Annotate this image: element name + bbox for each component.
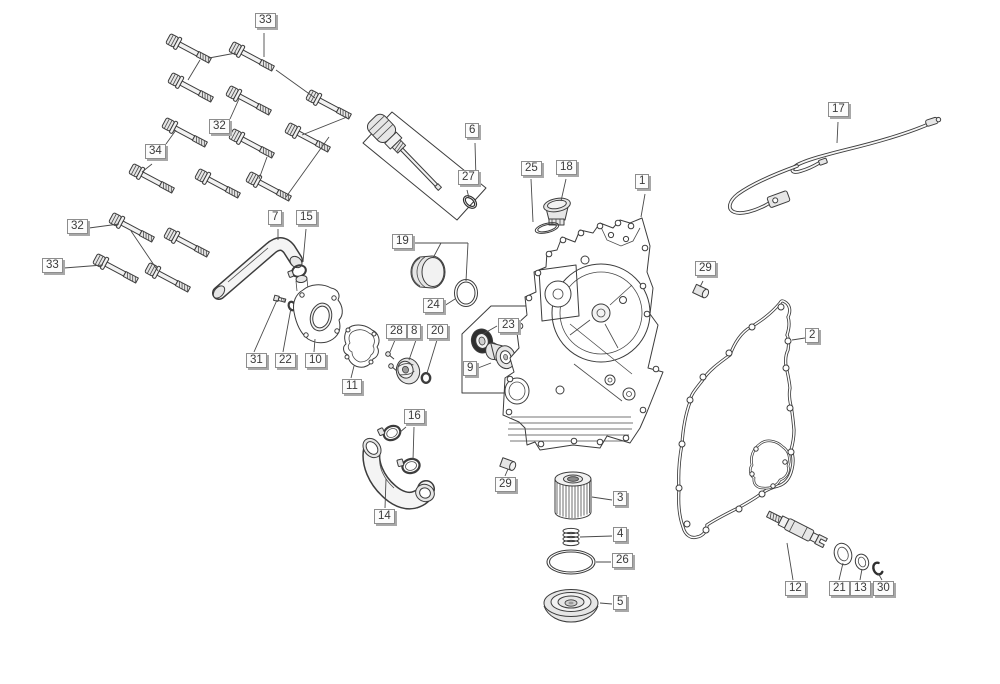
callout-23: 23 [498, 318, 519, 333]
breather-hose-cable [728, 116, 942, 215]
washer-13 [854, 553, 870, 571]
callout-10: 10 [305, 353, 326, 368]
callout-20: 20 [427, 324, 448, 339]
impeller-seal [420, 372, 432, 385]
callout-11: 11 [342, 379, 362, 394]
callout-33-b: 33 [42, 258, 63, 273]
callout-2: 2 [805, 328, 820, 343]
oil-filler-cap [543, 197, 571, 226]
filter-spring [562, 527, 580, 547]
water-hose-small [212, 237, 303, 300]
callout-19: 19 [392, 234, 413, 249]
cover-plug [410, 255, 446, 289]
callout-26: 26 [612, 553, 633, 568]
circlip [872, 561, 884, 576]
filler-cap-oring [534, 222, 560, 234]
callout-32-b: 32 [67, 219, 88, 234]
pump-gasket [343, 324, 380, 368]
dipstick-oring [462, 195, 478, 209]
callout-30: 30 [873, 581, 894, 596]
callout-14: 14 [374, 509, 395, 524]
crankcase-cover [502, 217, 664, 451]
callout-16: 16 [404, 409, 425, 424]
callout-28: 28 [386, 324, 407, 339]
water-hose-large [362, 437, 435, 510]
seal-enclosure [461, 305, 546, 394]
callout-33-a: 33 [255, 13, 276, 28]
callout-17: 17 [828, 102, 849, 117]
callout-9: 9 [463, 361, 478, 376]
bearing [485, 342, 516, 370]
callout-18: 18 [556, 160, 577, 175]
pump-impeller [395, 357, 421, 385]
dipstick [366, 113, 442, 191]
callout-25: 25 [521, 161, 542, 176]
callout-32-a: 32 [209, 119, 230, 134]
callout-4: 4 [613, 527, 628, 542]
callout-12: 12 [785, 581, 806, 596]
bypass-shaft [766, 510, 828, 549]
callout-24: 24 [423, 298, 444, 313]
callout-7: 7 [268, 210, 283, 225]
callout-31: 31 [246, 353, 267, 368]
callout-8: 8 [407, 324, 422, 339]
washer-21 [833, 542, 853, 566]
cover-gasket [675, 299, 796, 540]
callout-13: 13 [850, 581, 871, 596]
shaft-seal [470, 328, 494, 354]
callout-21: 21 [829, 581, 850, 596]
callout-6: 6 [465, 123, 480, 138]
callout-29-a: 29 [695, 261, 716, 276]
pump-housing [293, 274, 343, 344]
callout-3: 3 [613, 491, 628, 506]
oil-filter [554, 471, 592, 520]
callout-29-b: 29 [495, 477, 516, 492]
leader-lines [63, 33, 883, 605]
pump-screw [272, 294, 287, 303]
callout-27: 27 [458, 170, 479, 185]
callout-15: 15 [296, 210, 317, 225]
callout-34: 34 [145, 144, 166, 159]
cover-oring [546, 549, 596, 575]
callout-5: 5 [613, 595, 628, 610]
filter-cover [543, 589, 599, 623]
callout-1: 1 [635, 174, 650, 189]
callout-22: 22 [275, 353, 296, 368]
